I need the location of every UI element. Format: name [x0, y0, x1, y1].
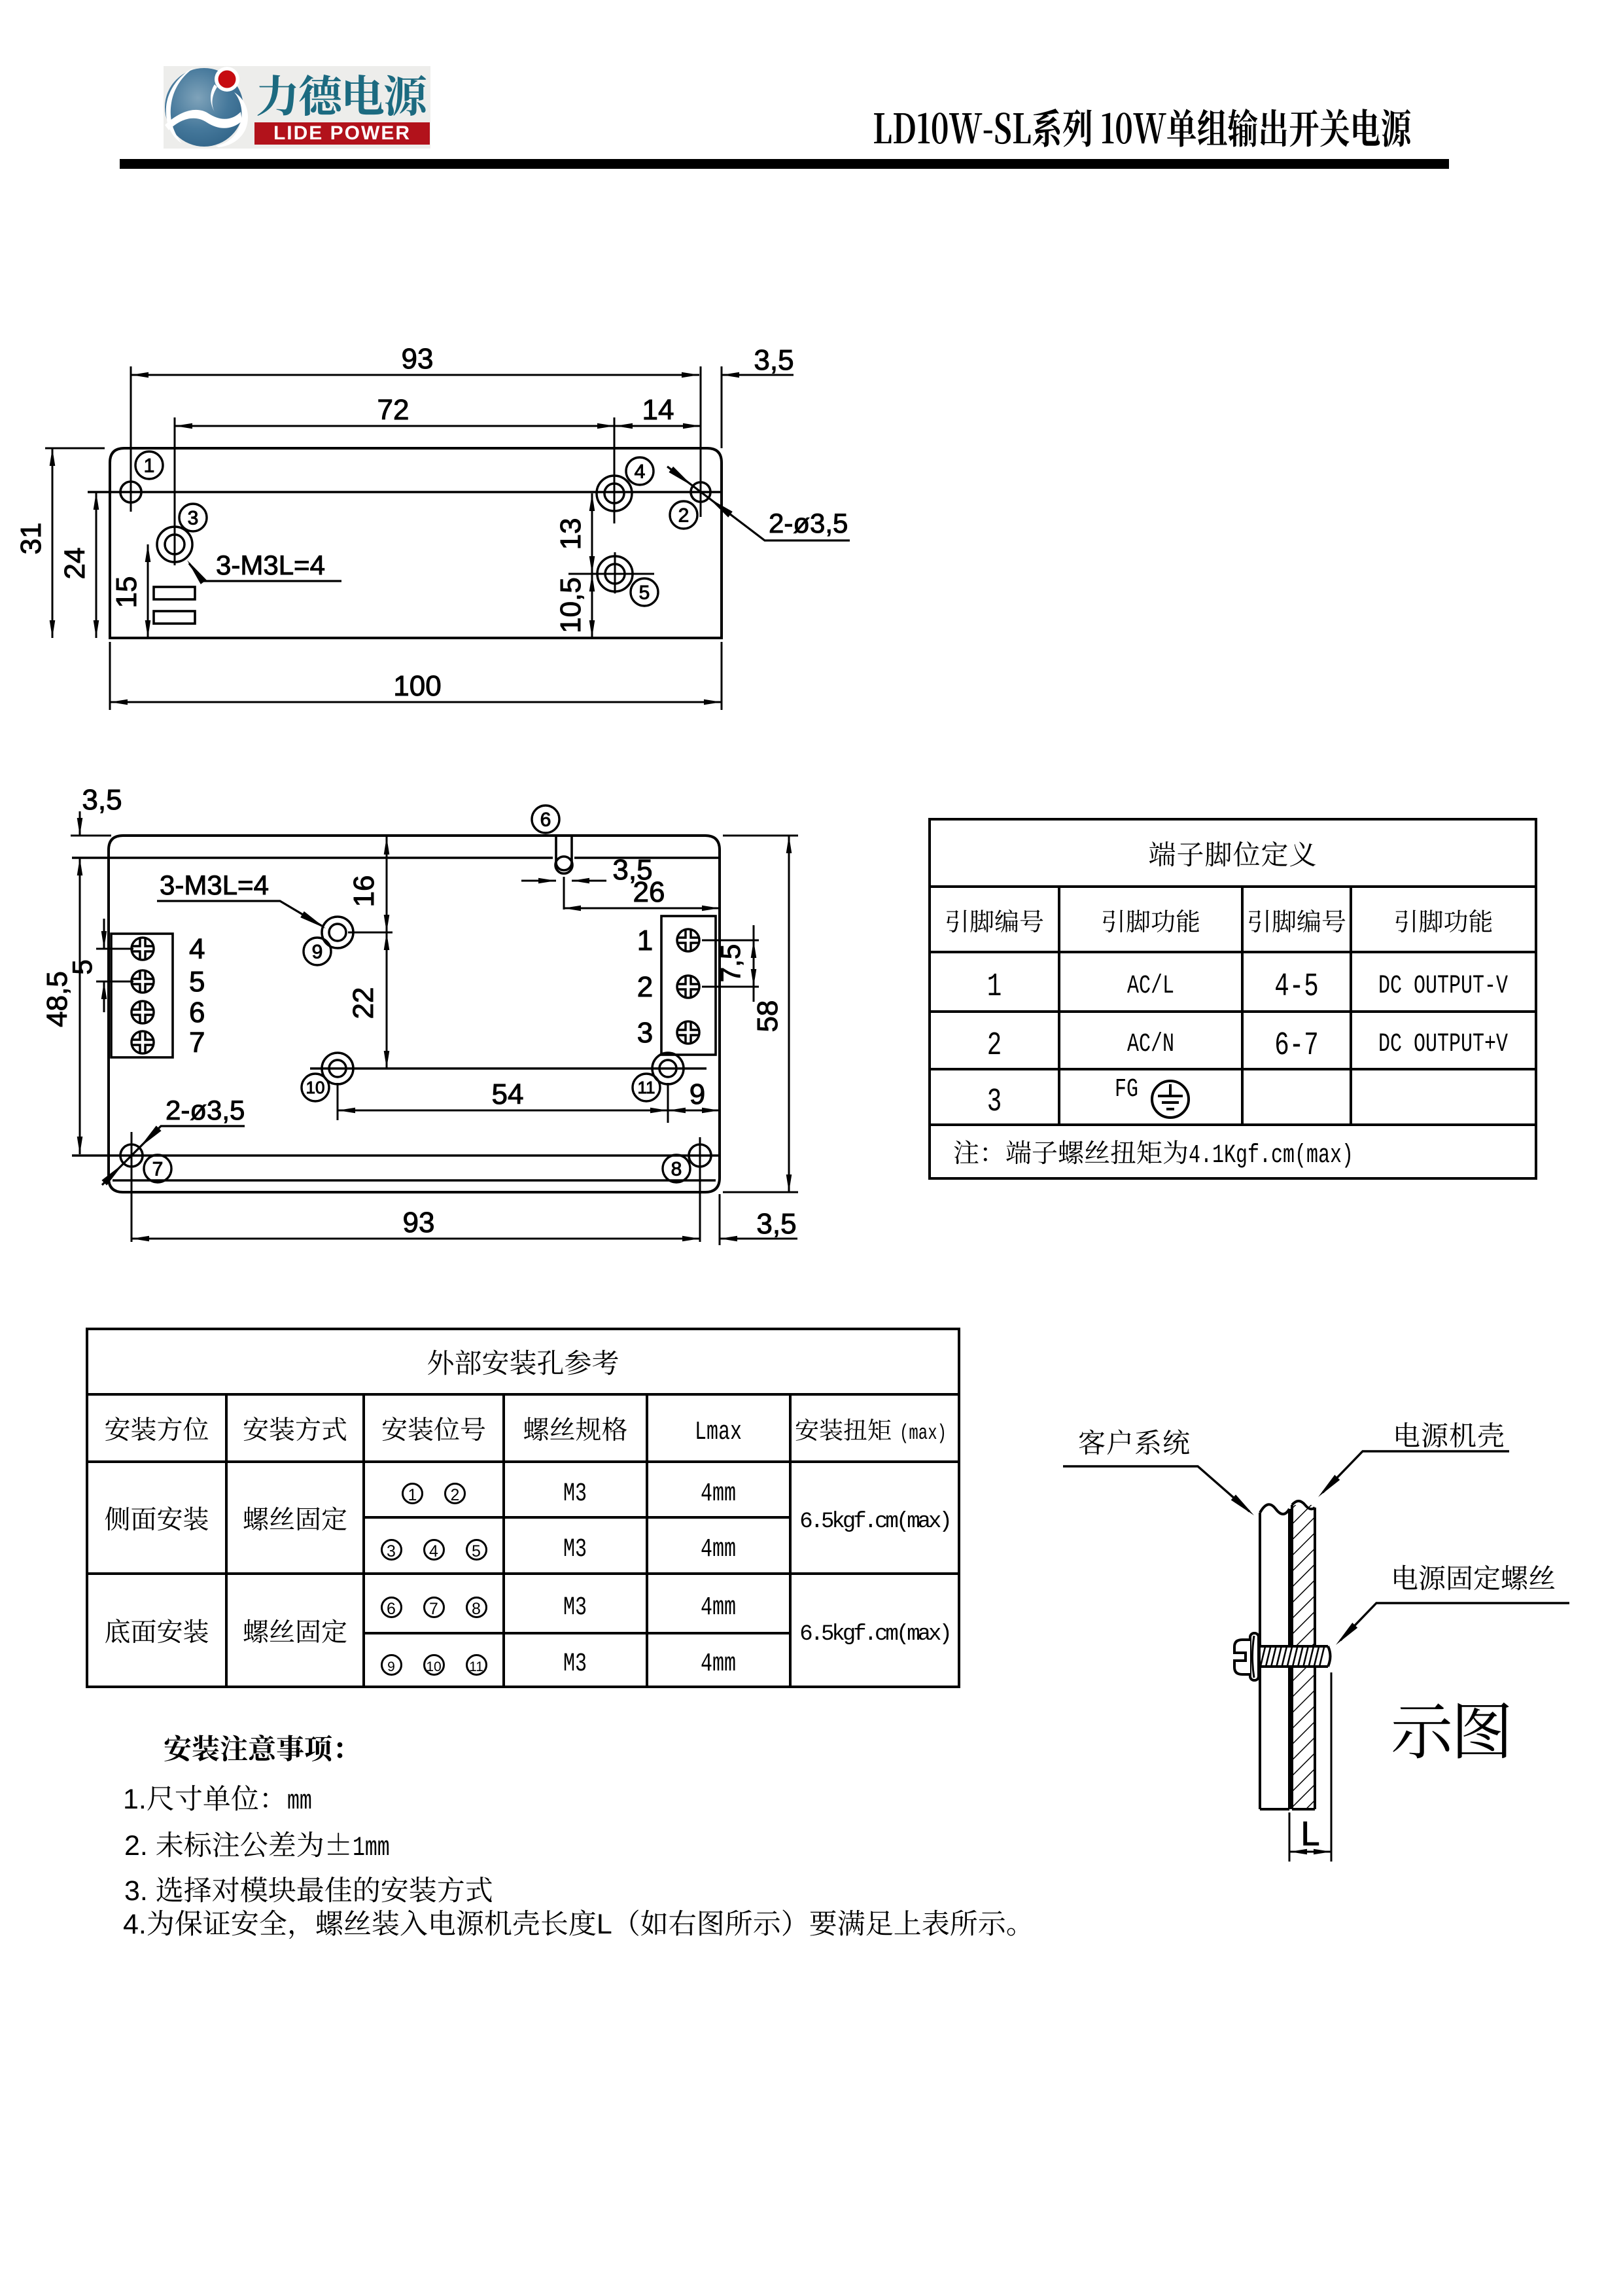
- svg-text:6: 6: [540, 809, 551, 831]
- svg-text:24: 24: [59, 548, 91, 580]
- svg-text:7: 7: [152, 1159, 164, 1180]
- svg-text:72: 72: [377, 394, 410, 426]
- svg-text:L: L: [1301, 1815, 1320, 1853]
- svg-text:10: 10: [306, 1078, 325, 1097]
- svg-text:3-M3L=4: 3-M3L=4: [160, 870, 269, 900]
- svg-text:100: 100: [393, 670, 441, 702]
- svg-text:22: 22: [347, 987, 379, 1019]
- svg-text:11: 11: [638, 1078, 655, 1097]
- svg-text:26: 26: [633, 876, 665, 908]
- svg-text:93: 93: [402, 343, 434, 375]
- svg-text:3,5: 3,5: [754, 344, 794, 376]
- svg-text:4: 4: [189, 933, 205, 965]
- svg-text:5: 5: [189, 966, 205, 998]
- svg-text:7,5: 7,5: [715, 944, 746, 982]
- svg-text:7: 7: [189, 1027, 205, 1059]
- svg-text:10,5: 10,5: [555, 577, 587, 633]
- svg-text:3,5: 3,5: [612, 854, 652, 886]
- svg-text:54: 54: [492, 1078, 524, 1110]
- svg-text:31: 31: [15, 523, 47, 555]
- svg-text:1: 1: [144, 455, 155, 477]
- svg-text:8: 8: [671, 1159, 682, 1180]
- svg-text:16: 16: [348, 875, 380, 908]
- svg-text:2: 2: [678, 505, 689, 527]
- svg-text:93: 93: [403, 1207, 435, 1239]
- svg-text:9: 9: [689, 1078, 705, 1110]
- svg-text:3,5: 3,5: [756, 1208, 796, 1240]
- svg-text:13: 13: [555, 518, 587, 550]
- svg-text:58: 58: [752, 1000, 784, 1033]
- svg-text:9: 9: [312, 942, 323, 963]
- svg-text:6: 6: [189, 997, 205, 1029]
- svg-text:5: 5: [639, 582, 650, 604]
- svg-text:48,5: 48,5: [41, 971, 73, 1027]
- svg-text:4: 4: [635, 461, 646, 483]
- svg-text:3: 3: [637, 1017, 653, 1049]
- svg-text:14: 14: [642, 394, 674, 426]
- svg-text:2-ø3,5: 2-ø3,5: [769, 508, 848, 539]
- svg-text:3-M3L=4: 3-M3L=4: [216, 550, 325, 580]
- svg-text:2: 2: [637, 971, 653, 1003]
- svg-text:3,5: 3,5: [82, 784, 122, 816]
- svg-text:3: 3: [188, 508, 199, 529]
- svg-text:1: 1: [637, 925, 653, 957]
- svg-text:15: 15: [111, 576, 143, 609]
- svg-text:2-ø3,5: 2-ø3,5: [166, 1095, 245, 1125]
